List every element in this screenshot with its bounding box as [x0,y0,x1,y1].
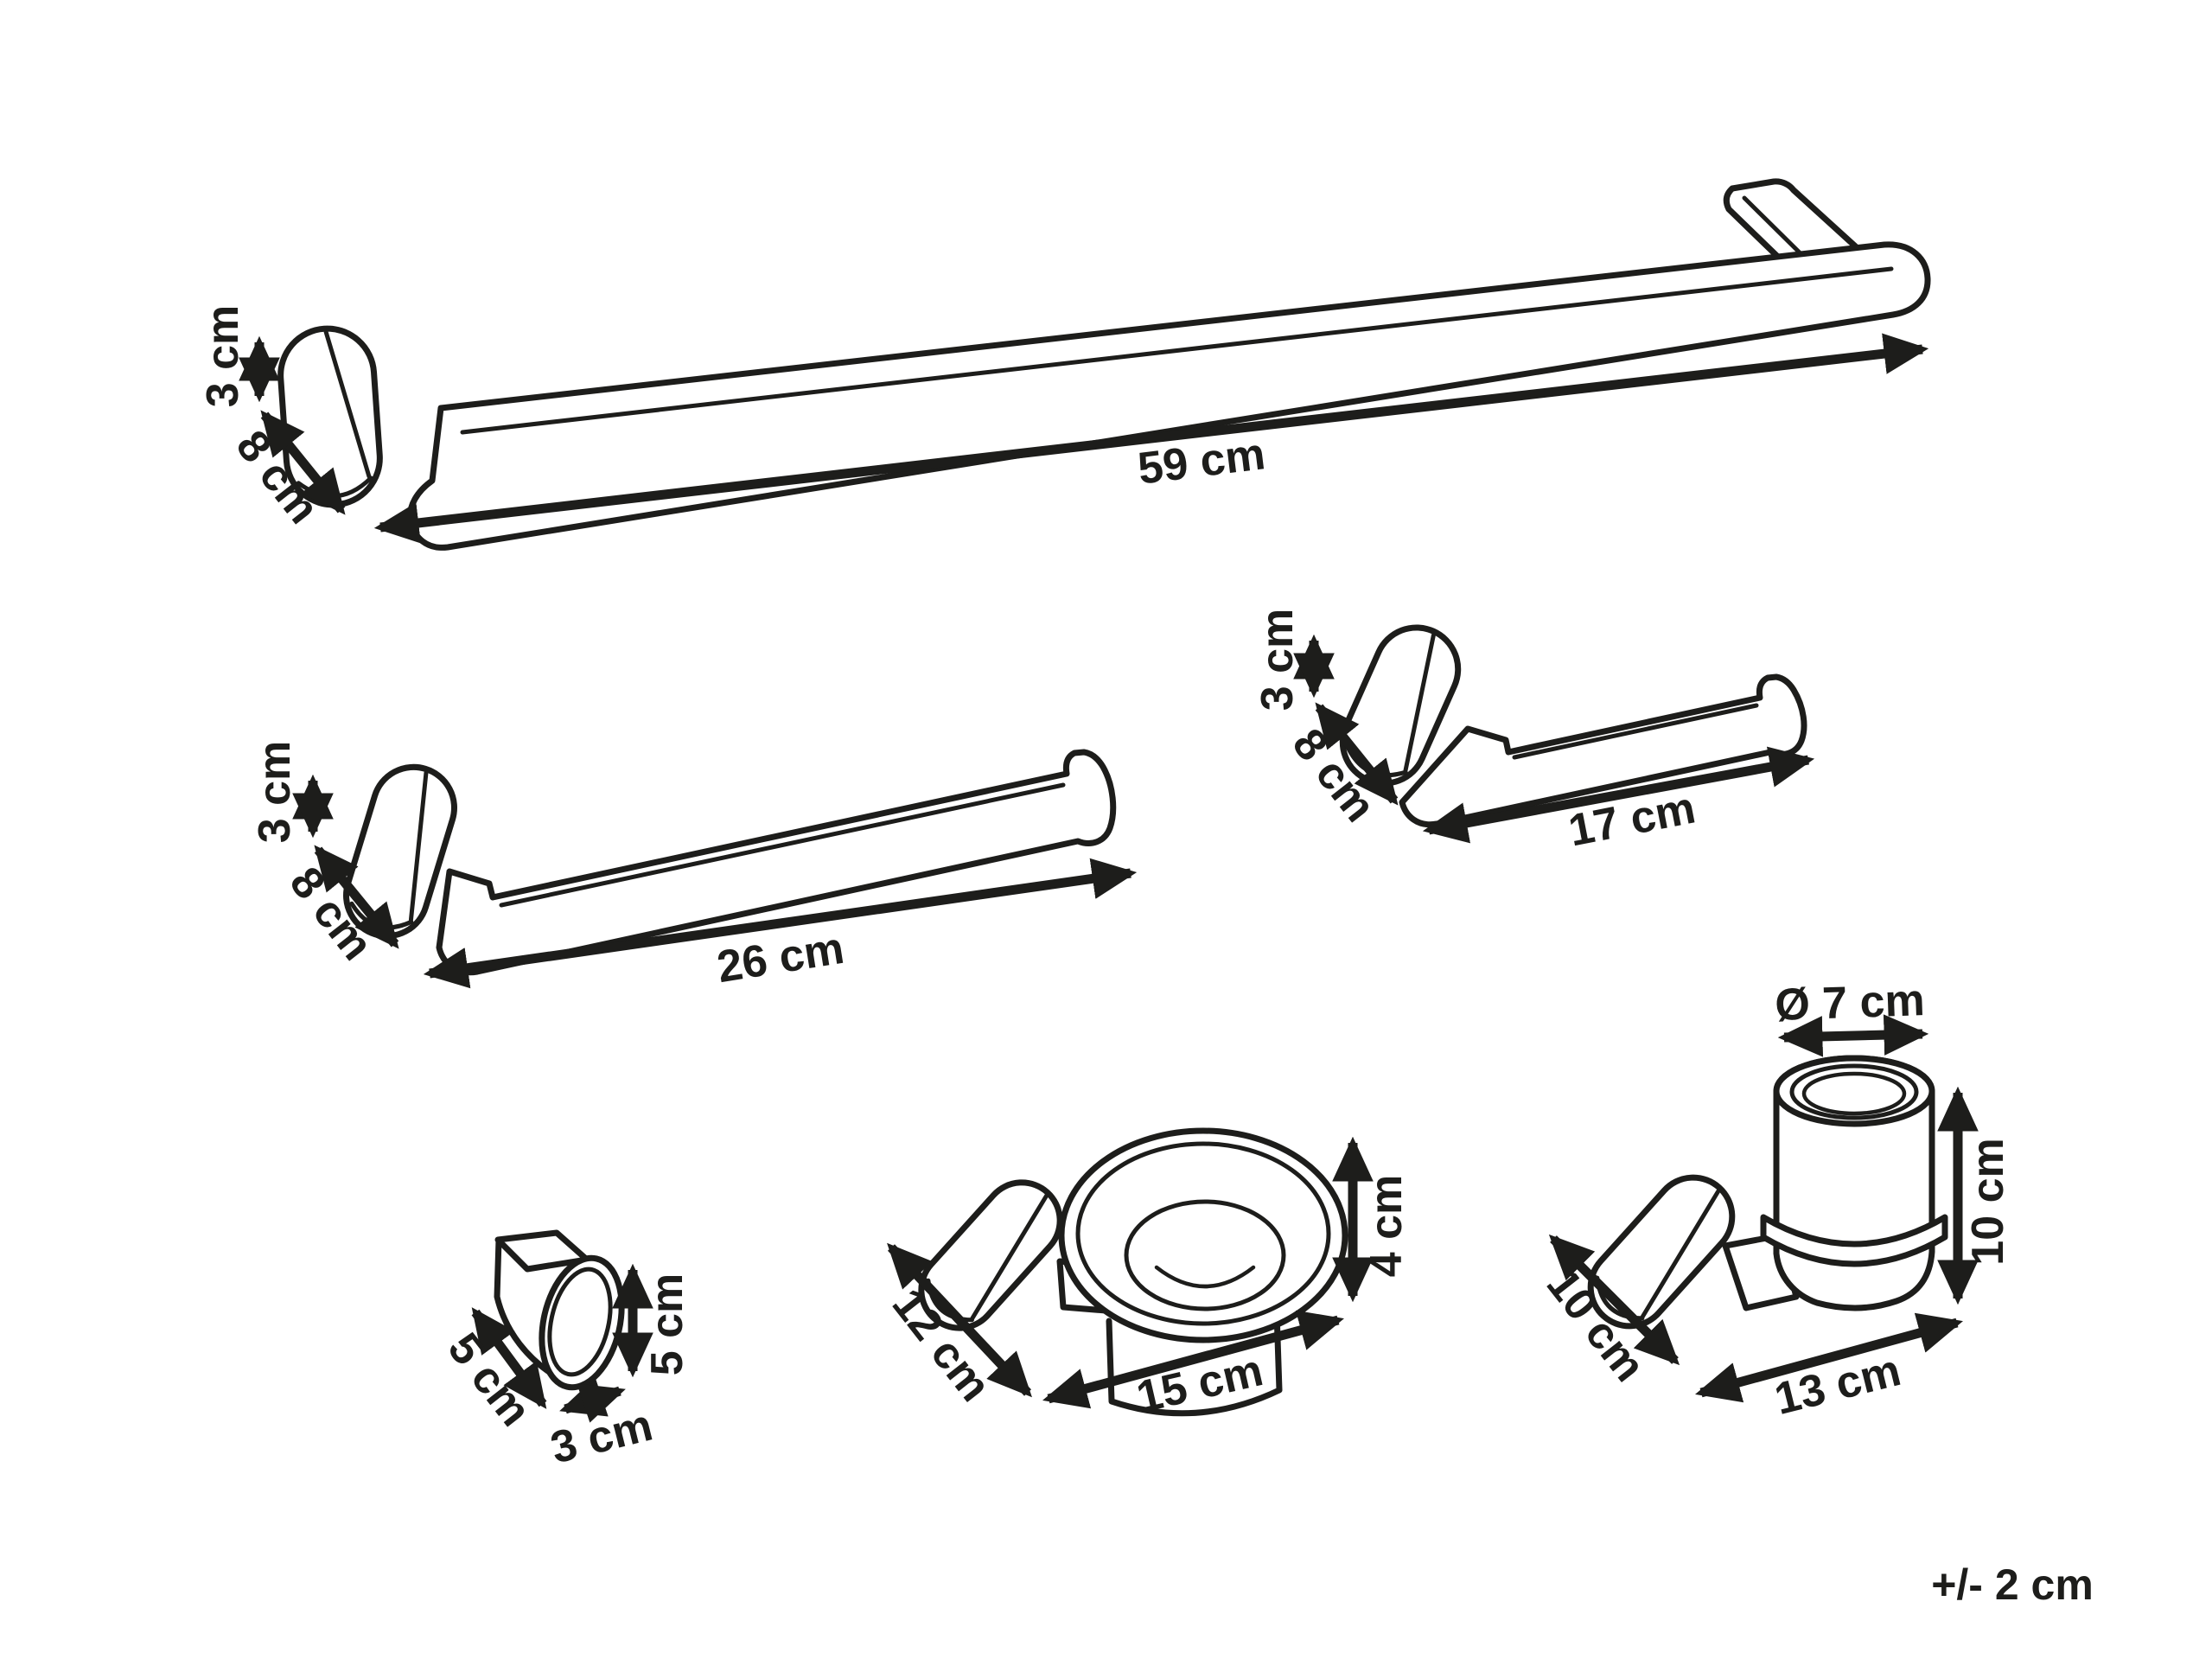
wall-hook-width-arrow [559,1377,626,1423]
tumbler-diameter-arrow [1777,1014,1929,1057]
towel-bar-depth-arrow [260,410,346,515]
towel-rail-height-label: 3 cm [250,741,300,844]
towel-rail-width-arrow [423,858,1138,989]
toilet-roll-holder-drawing: 3 cm 8 cm 17 cm [1253,609,1815,857]
tumbler-depth-arrow [1548,1234,1680,1366]
tumbler-width-arrow [1695,1312,1963,1403]
wall-hook-depth-arrow [471,1307,547,1409]
soap-dish-depth-arrow [887,1242,1032,1398]
towel-rail-drawing: 3 cm 8 cm 26 cm [250,741,1138,992]
wall-hook-width-label: 3 cm [545,1401,657,1474]
soap-dish-height-label: 4 cm [1361,1175,1412,1278]
toilet-roll-holder-depth-arrow [1315,702,1399,806]
tumbler-diameter-label: Ø 7 cm [1774,975,1925,1030]
toilet-roll-holder-height-label: 3 cm [1253,609,1303,711]
wall-hook-drawing: 5 cm 5 cm 3 cm [438,1229,692,1474]
soap-dish-width-arrow [1042,1310,1344,1409]
tumbler-height-label: 10 cm [1963,1138,2013,1265]
wall-hook-height-label: 5 cm [642,1273,692,1376]
towel-bar-drawing: 3 cm 8 cm 59 cm [198,178,1931,551]
soap-dish-drawing: 12 cm 15 cm 4 cm [883,1127,1412,1423]
towel-bar-width-arrow [373,333,1929,544]
towel-bar-height-label: 3 cm [198,305,248,408]
toilet-roll-holder-width-arrow [1422,746,1815,844]
tumbler-holder-drawing: Ø 7 cm 10 cm 10 cm 13 cm [1537,975,2013,1425]
towel-rail-depth-arrow [314,845,399,949]
tolerance-note: +/- 2 cm [1931,1560,2094,1609]
